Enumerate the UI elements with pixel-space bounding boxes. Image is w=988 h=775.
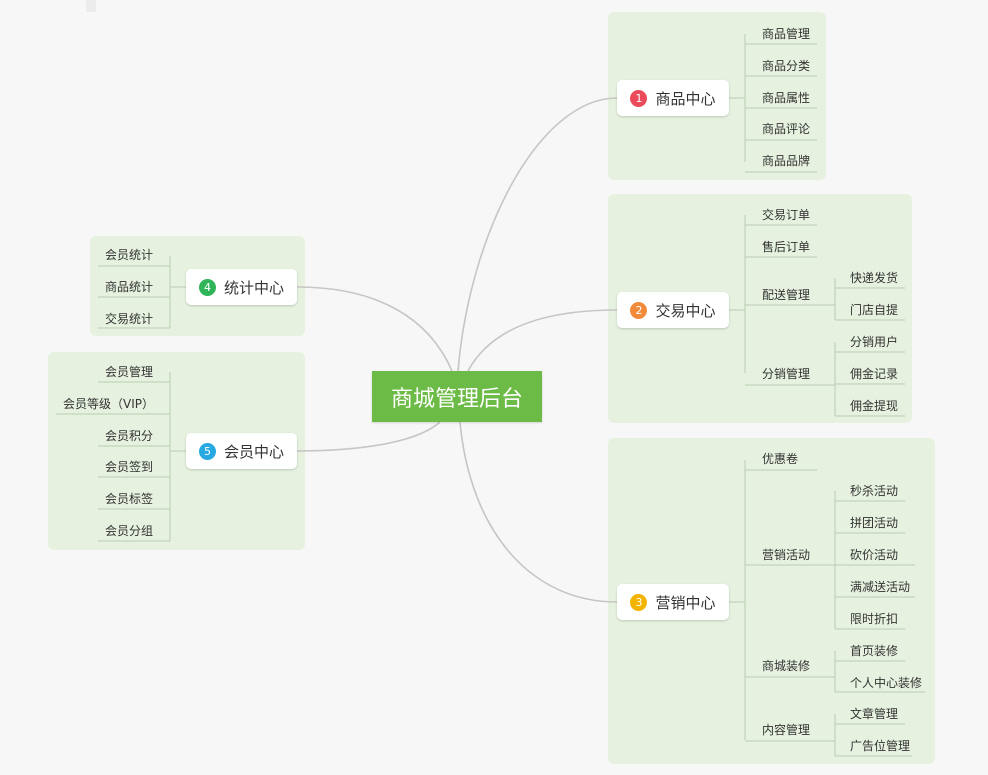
leaf-sub-item[interactable]: 拼团活动	[850, 516, 899, 530]
number-badge-5: 5	[198, 442, 216, 460]
connector-root-to-member	[296, 421, 441, 452]
branch-label: 营销中心	[655, 593, 716, 612]
number-badge-3: 3	[630, 593, 648, 611]
leaf-sub-item[interactable]: 佣金记录	[850, 367, 899, 381]
leaf-sub-item[interactable]: 首页装修	[850, 644, 899, 658]
leaf-sub-item[interactable]: 秒杀活动	[850, 484, 899, 498]
leaf-item[interactable]: 商品品牌	[762, 154, 811, 168]
branch-trade-center[interactable]: 2 交易中心	[617, 292, 729, 328]
branch-label: 会员中心	[223, 442, 284, 461]
connector-root-to-marketing	[459, 421, 618, 603]
leaf-item[interactable]: 商品评论	[762, 122, 811, 136]
leaf-sub-item[interactable]: 个人中心装修	[850, 676, 923, 690]
leaf-sub-item[interactable]: 门店自提	[850, 303, 899, 317]
leaf-item[interactable]: 售后订单	[762, 240, 811, 254]
branch-stats-center[interactable]: 4 统计中心	[186, 269, 297, 305]
leaf-item[interactable]: 优惠卷	[762, 452, 799, 466]
leaf-item-group[interactable]: 内容管理	[762, 723, 811, 737]
leaf-item[interactable]: 交易统计	[105, 312, 154, 326]
number-badge-1: 1	[630, 89, 648, 107]
connector-root-to-stats	[296, 286, 453, 372]
leaf-item-group[interactable]: 营销活动	[762, 548, 811, 562]
leaf-item[interactable]: 交易订单	[762, 208, 811, 222]
leaf-item-group[interactable]: 分销管理	[762, 367, 811, 381]
leaf-item[interactable]: 商品分类	[762, 59, 811, 73]
branch-label: 商品中心	[655, 89, 716, 108]
branch-label: 统计中心	[223, 278, 284, 297]
leaf-item[interactable]: 会员签到	[105, 460, 154, 474]
leaf-sub-item[interactable]: 分销用户	[850, 335, 899, 349]
leaf-item[interactable]: 会员积分	[105, 429, 154, 443]
connector-root-to-product	[457, 97, 618, 372]
leaf-item[interactable]: 会员等级（VIP）	[63, 397, 154, 411]
branch-label: 交易中心	[655, 301, 716, 320]
leaf-item[interactable]: 商品统计	[105, 280, 154, 294]
leaf-sub-item[interactable]: 佣金提现	[850, 399, 899, 413]
leaf-sub-item[interactable]: 砍价活动	[850, 548, 899, 562]
leaf-sub-item[interactable]: 文章管理	[850, 707, 899, 721]
leaf-sub-item[interactable]: 广告位管理	[850, 739, 911, 753]
root-label: 商城管理后台	[390, 386, 523, 412]
leaf-item[interactable]: 会员标签	[105, 492, 154, 506]
branch-marketing-center[interactable]: 3 营销中心	[617, 584, 729, 620]
leaf-item[interactable]: 会员统计	[105, 248, 154, 262]
leaf-item-group[interactable]: 配送管理	[762, 288, 811, 302]
leaf-item[interactable]: 会员管理	[105, 365, 154, 379]
root-node[interactable]: 商城管理后台	[372, 371, 542, 422]
leaf-item[interactable]: 商品属性	[762, 91, 811, 105]
leaf-item[interactable]: 商品管理	[762, 27, 811, 41]
leaf-sub-item[interactable]: 满减送活动	[850, 580, 911, 594]
leaf-item[interactable]: 会员分组	[105, 524, 154, 538]
branch-member-center[interactable]: 5 会员中心	[186, 433, 297, 469]
main-connectors	[296, 97, 618, 603]
leaf-sub-item[interactable]: 限时折扣	[850, 612, 899, 626]
number-badge-4: 4	[198, 278, 216, 296]
connector-root-to-trade	[467, 309, 618, 372]
faint-mark	[86, 0, 96, 12]
leaf-item-group[interactable]: 商城装修	[762, 659, 811, 673]
number-badge-2: 2	[630, 301, 648, 319]
branch-product-center[interactable]: 1 商品中心	[617, 80, 729, 116]
leaf-sub-item[interactable]: 快递发货	[850, 271, 899, 285]
